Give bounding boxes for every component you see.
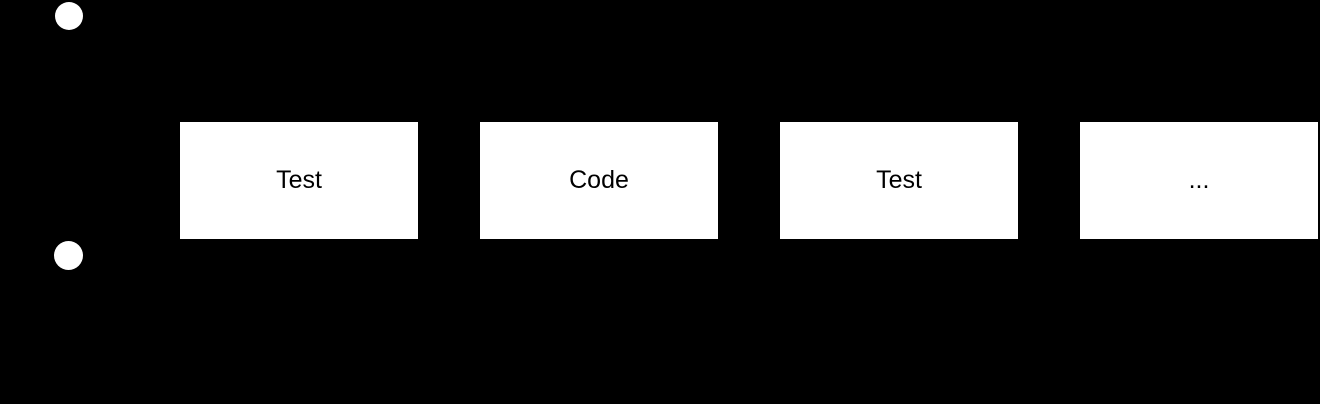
start-node-circle-icon (55, 2, 83, 30)
flow-box-label: Test (276, 166, 322, 194)
flow-box-code: Code (480, 122, 718, 239)
flow-box-label: Code (569, 166, 629, 194)
flow-box-label: ... (1188, 166, 1210, 194)
end-node-circle-icon (54, 241, 83, 270)
flow-box-test-2: Test (780, 122, 1018, 239)
flow-box-test-1: Test (180, 122, 418, 239)
flow-box-ellipsis: ... (1080, 122, 1318, 239)
flow-box-label: Test (876, 166, 922, 194)
